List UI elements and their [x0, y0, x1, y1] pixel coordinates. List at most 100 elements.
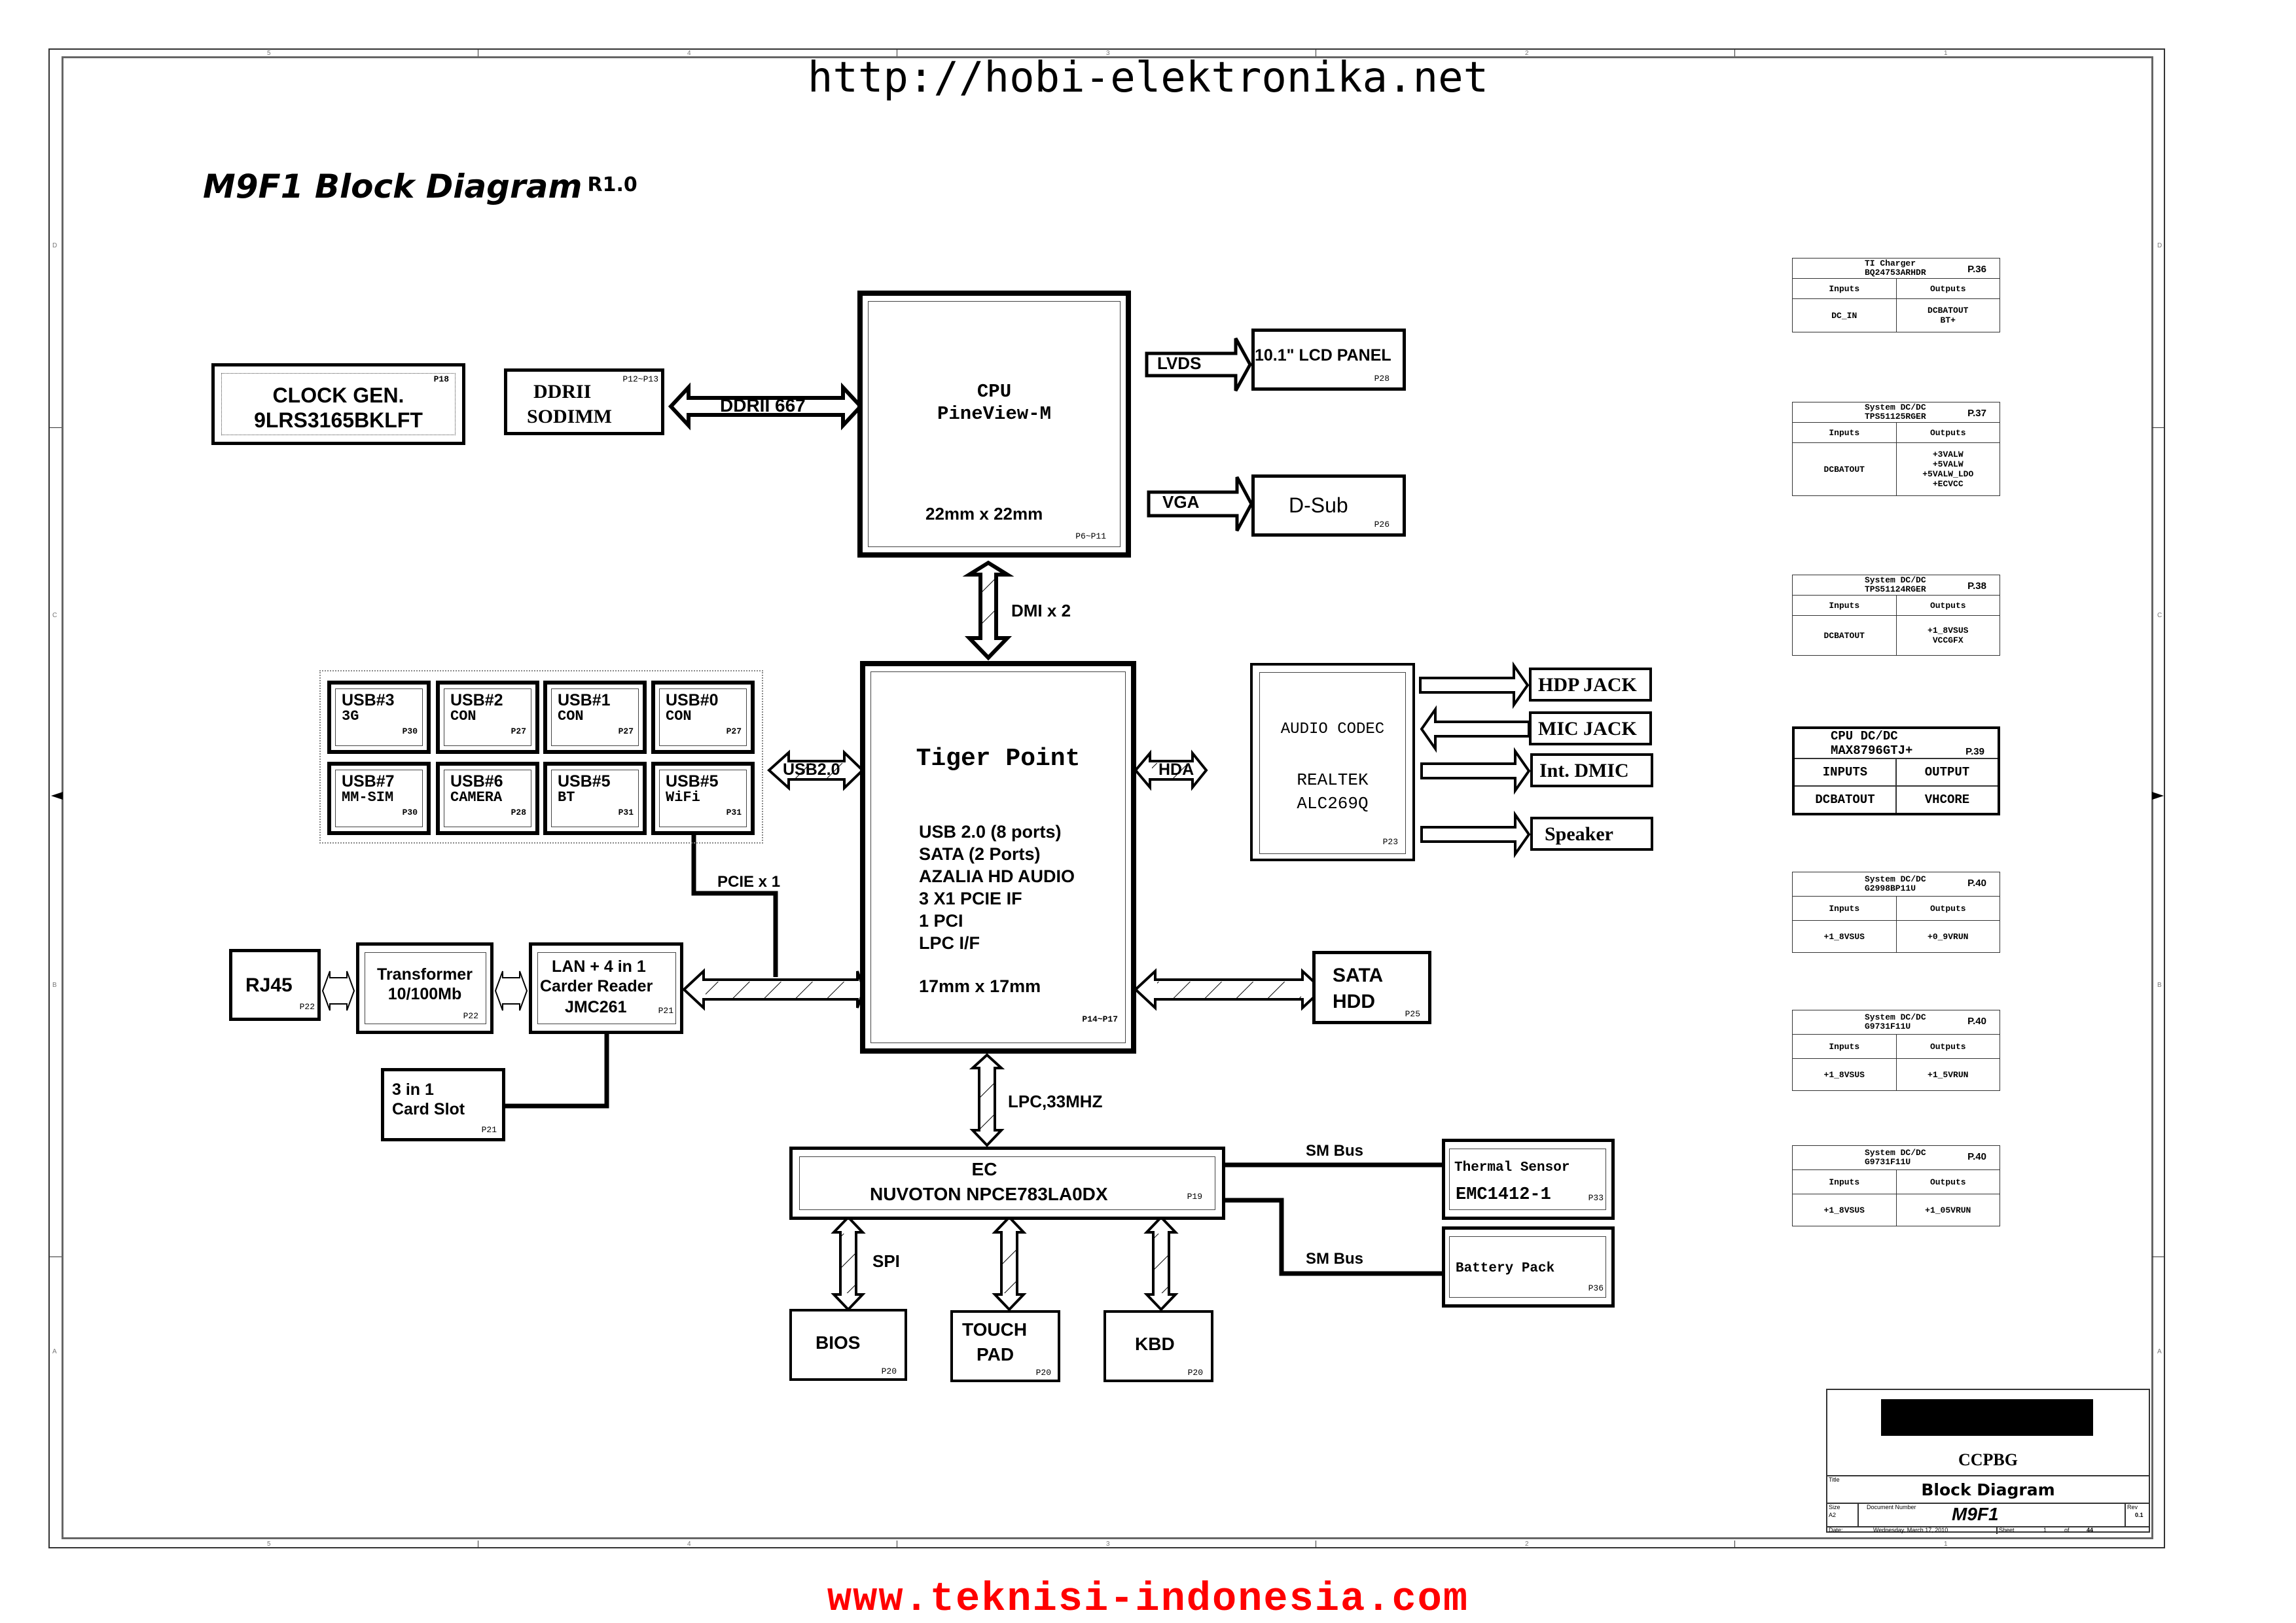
transformer-speed: 10/100Mb	[387, 985, 462, 1003]
sheet-number: 1	[2043, 1527, 2047, 1533]
rj45-page: P22	[299, 1002, 315, 1012]
dsub-block[interactable]: D-Sub P26	[1251, 474, 1406, 537]
tiger-point-block[interactable]: Tiger Point USB 2.0 (8 ports) SATA (2 Po…	[860, 661, 1136, 1054]
vga-bus-label: VGA	[1162, 492, 1200, 512]
lan-card-reader-block[interactable]: LAN + 4 in 1 Carder Reader JMC261 P21	[529, 942, 683, 1034]
lcd-page: P28	[1374, 374, 1390, 383]
dsub-page: P26	[1374, 520, 1390, 529]
clock-gen-block[interactable]: P18 CLOCK GEN. 9LRS3165BKLFT	[211, 363, 465, 445]
bios-page: P20	[881, 1366, 897, 1376]
zone-divider	[2152, 427, 2165, 428]
inputs-header: Inputs	[1792, 896, 1897, 921]
zone-column-label: 1	[1944, 50, 1948, 57]
outputs-header: Outputs	[1895, 1034, 2000, 1059]
ddr-bus-label: DDRII 667	[720, 395, 806, 416]
sata-hdd-block[interactable]: SATA HDD P25	[1312, 951, 1431, 1024]
thermal-sensor-page: P33	[1588, 1193, 1604, 1203]
kbd-block[interactable]: KBD P20	[1103, 1310, 1213, 1382]
dmi-bus-label: DMI x 2	[1011, 601, 1071, 620]
zone-column-label: 5	[267, 50, 271, 57]
ddr-sodimm-block[interactable]: P12~P13 DDRII SODIMM	[504, 368, 664, 435]
mic-jack-block[interactable]: MIC JACK	[1529, 711, 1652, 745]
dmi-hatch	[982, 576, 995, 637]
inputs-header: Inputs	[1792, 422, 1897, 443]
hdp-jack-label: HDP JACK	[1538, 674, 1637, 696]
size-value: A2	[1829, 1512, 1837, 1518]
input-rail: DC_IN	[1831, 310, 1857, 321]
feature-item: USB 2.0 (8 ports)	[919, 822, 1062, 842]
lpc-hatch	[980, 1069, 994, 1129]
title-block: CCPBG Title Block Diagram Size A2 Docume…	[1826, 1389, 2150, 1534]
speaker-arrow	[1420, 810, 1531, 859]
lan-page: P21	[658, 1006, 673, 1016]
touchpad-label-2: PAD	[977, 1344, 1014, 1364]
battery-pack-block[interactable]: Battery Pack P36	[1442, 1226, 1615, 1308]
card-slot-block[interactable]: 3 in 1 Card Slot P21	[381, 1068, 505, 1141]
zone-column-label: 4	[687, 50, 691, 57]
sheet-of-label: of	[2064, 1527, 2070, 1533]
usb-port-name: USB#7	[342, 772, 395, 791]
usb-hatch	[792, 763, 843, 778]
bios-label: BIOS	[816, 1332, 861, 1353]
outputs-header: Outputs	[1895, 422, 2000, 443]
output-rail: BT+	[1940, 315, 1956, 325]
card-slot-type: Card Slot	[392, 1100, 465, 1118]
lpc-bus-label: LPC,33MHZ	[1008, 1092, 1103, 1111]
center-mark-left	[51, 792, 63, 800]
int-dmic-block[interactable]: Int. DMIC	[1530, 753, 1653, 787]
regulator-function: TI Charger	[1865, 259, 1916, 268]
regulator-page: P.39	[1965, 746, 1984, 757]
audio-codec-page: P23	[1382, 837, 1398, 847]
feature-item: AZALIA HD AUDIO	[919, 866, 1075, 886]
hdp-jack-block[interactable]: HDP JACK	[1529, 668, 1652, 702]
bios-block[interactable]: BIOS P20	[789, 1309, 907, 1381]
kbd-page: P20	[1187, 1368, 1203, 1378]
input-rails: +1_8VSUS	[1792, 1194, 1897, 1226]
hdp-jack-arrow	[1419, 661, 1530, 709]
date-value: Wednesday, March 17, 2010	[1873, 1527, 1948, 1533]
speaker-block[interactable]: Speaker	[1530, 817, 1653, 851]
ec-block[interactable]: EC NUVOTON NPCE783LA0DX P19	[789, 1147, 1225, 1220]
cpu-label: CPU	[977, 381, 1012, 402]
usb-port-name: USB#1	[558, 691, 611, 709]
usb-port-page: P30	[402, 808, 418, 817]
zone-row-label: A	[52, 1348, 57, 1355]
usb-port-page: P30	[402, 726, 418, 736]
usb-port-page: P28	[511, 808, 526, 817]
audio-codec-block[interactable]: AUDIO CODEC REALTEK ALC269Q P23	[1250, 663, 1415, 861]
hda-hatch	[1152, 763, 1191, 778]
dsub-label: D-Sub	[1289, 493, 1348, 517]
rev-label: Rev	[2127, 1504, 2138, 1510]
sheet-total: 44	[2087, 1527, 2094, 1533]
rj45-block[interactable]: RJ45 P22	[229, 949, 321, 1021]
mic-jack-label: MIC JACK	[1538, 718, 1637, 740]
sheet-title: Block Diagram	[1921, 1480, 2055, 1499]
cpu-block[interactable]: CPU PineView-M 22mm x 22mm P6~P11	[857, 291, 1131, 558]
output-rail: +ECVCC	[1932, 479, 1964, 489]
feature-item: LPC I/F	[919, 933, 980, 953]
regulator-part: G9731F11U	[1865, 1157, 1911, 1167]
tiger-point-features: USB 2.0 (8 ports) SATA (2 Ports) AZALIA …	[919, 821, 1075, 954]
usb-port-name: USB#2	[450, 691, 503, 709]
touchpad-block[interactable]: TOUCH PAD P20	[950, 1310, 1060, 1382]
lcd-panel-block[interactable]: 10.1" LCD PANEL P28	[1251, 329, 1406, 391]
title-label: Title	[1829, 1476, 1840, 1483]
transformer-block[interactable]: Transformer 10/100Mb P22	[356, 942, 493, 1034]
thermal-sensor-block[interactable]: Thermal Sensor EMC1412-1 P33	[1442, 1139, 1615, 1220]
regulator-page: P.37	[1967, 408, 1986, 419]
ec-label: EC	[971, 1159, 997, 1179]
